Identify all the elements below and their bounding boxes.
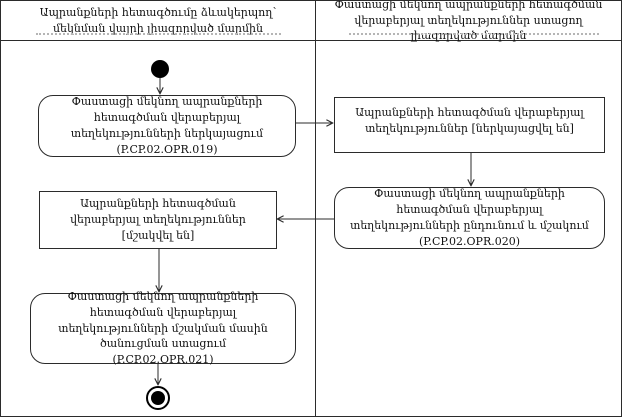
lane-header-departure: Ապրանքների հետագծումը ձևակերպող՝ մեկնման… xyxy=(1,1,315,41)
lane-header-receiver-label: Փաստացի մեկնող ապրանքների հետագծման վերա… xyxy=(334,0,603,43)
state-info-processed: Ապրանքների հետագծման վերաբերյալ տեղեկութ… xyxy=(39,191,277,249)
action-receive-notification: Փաստացի մեկնող ապրանքների հետագծման վերա… xyxy=(30,290,296,366)
final-node xyxy=(146,386,170,410)
action-receive-process-code: (P.CP.02.OPR.020) xyxy=(418,234,521,248)
final-node-dot xyxy=(151,391,165,405)
action-receive-notification-code: (P.CP.02.OPR.021) xyxy=(112,353,214,367)
state-info-submitted: Ապրանքների հետագծման վերաբերյալ տեղեկութ… xyxy=(334,97,605,153)
lane-header-receiver: Փաստացի մեկնող ապրանքների հետագծման վերա… xyxy=(316,0,621,43)
action-receive-process-title: Փաստացի մեկնող ապրանքների հետագծման վերա… xyxy=(350,187,589,232)
swimlane-divider xyxy=(315,1,316,416)
state-info-processed-title: Ապրանքների հետագծման վերաբերյալ տեղեկութ… xyxy=(70,197,246,227)
initial-node xyxy=(151,60,169,78)
action-submit-info: Փաստացի մեկնող ապրանքների հետագծման վերա… xyxy=(38,95,296,157)
lane-header-departure-label: Ապրանքների հետագծումը ձևակերպող՝ մեկնման… xyxy=(39,5,277,35)
state-info-processed-label: [մշակվել են] xyxy=(121,228,195,242)
state-info-submitted-label: Ապրանքների հետագծման վերաբերյալ տեղեկութ… xyxy=(355,106,584,135)
action-submit-info-code: (P.CP.02.OPR.019) xyxy=(116,142,218,156)
ghost-dashes xyxy=(36,33,281,35)
action-receive-process: Փաստացի մեկնող ապրանքների հետագծման վերա… xyxy=(334,187,605,249)
action-receive-notification-title: Փաստացի մեկնող ապրանքների հետագծման վերա… xyxy=(58,289,268,351)
ghost-dashes xyxy=(349,33,599,35)
action-submit-info-title: Փաստացի մեկնող ապրանքների հետագծման վերա… xyxy=(70,95,264,140)
